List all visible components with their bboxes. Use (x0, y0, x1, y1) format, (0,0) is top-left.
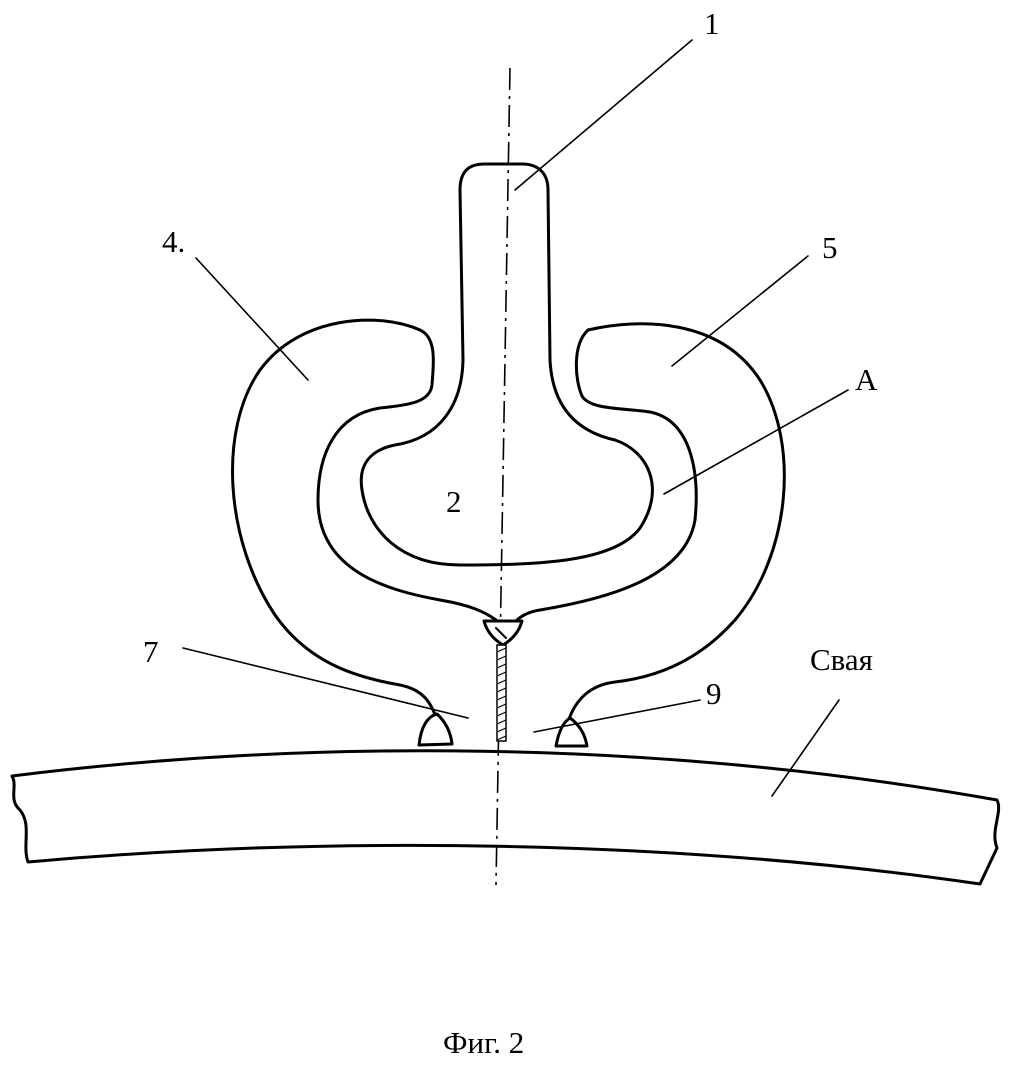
leader-A (663, 389, 849, 495)
leader-4 (195, 257, 309, 381)
outer-shell-right-part-5 (566, 322, 786, 724)
figure-caption: Фиг. 2 (443, 1025, 524, 1060)
label-9: 9 (706, 676, 722, 711)
label-pile: Свая (810, 642, 873, 677)
leader-5 (671, 255, 809, 367)
label-A: A (855, 362, 878, 397)
t-core-part-1-2 (359, 162, 654, 567)
outer-shell-left-part-4 (231, 318, 439, 722)
leader-pile (771, 699, 840, 797)
weld-bead-right (554, 716, 589, 748)
leader-1 (514, 39, 693, 191)
label-4: 4. (162, 224, 185, 259)
right-hook-part-5 (514, 328, 698, 623)
left-hook-part-4 (316, 328, 498, 622)
weld-bead-center-mark (495, 627, 507, 639)
connecting-strip-hatching (496, 647, 507, 741)
weld-bead-left (417, 712, 454, 747)
leader-7 (182, 647, 469, 719)
label-2: 2 (446, 484, 462, 519)
center-axis (495, 67, 511, 886)
weld-bead-center (482, 619, 524, 647)
label-5: 5 (822, 230, 838, 265)
label-7: 7 (143, 634, 159, 669)
leader-9 (533, 699, 701, 733)
connecting-strip (496, 644, 507, 742)
label-1: 1 (704, 6, 720, 41)
pile-body (10, 749, 1001, 886)
